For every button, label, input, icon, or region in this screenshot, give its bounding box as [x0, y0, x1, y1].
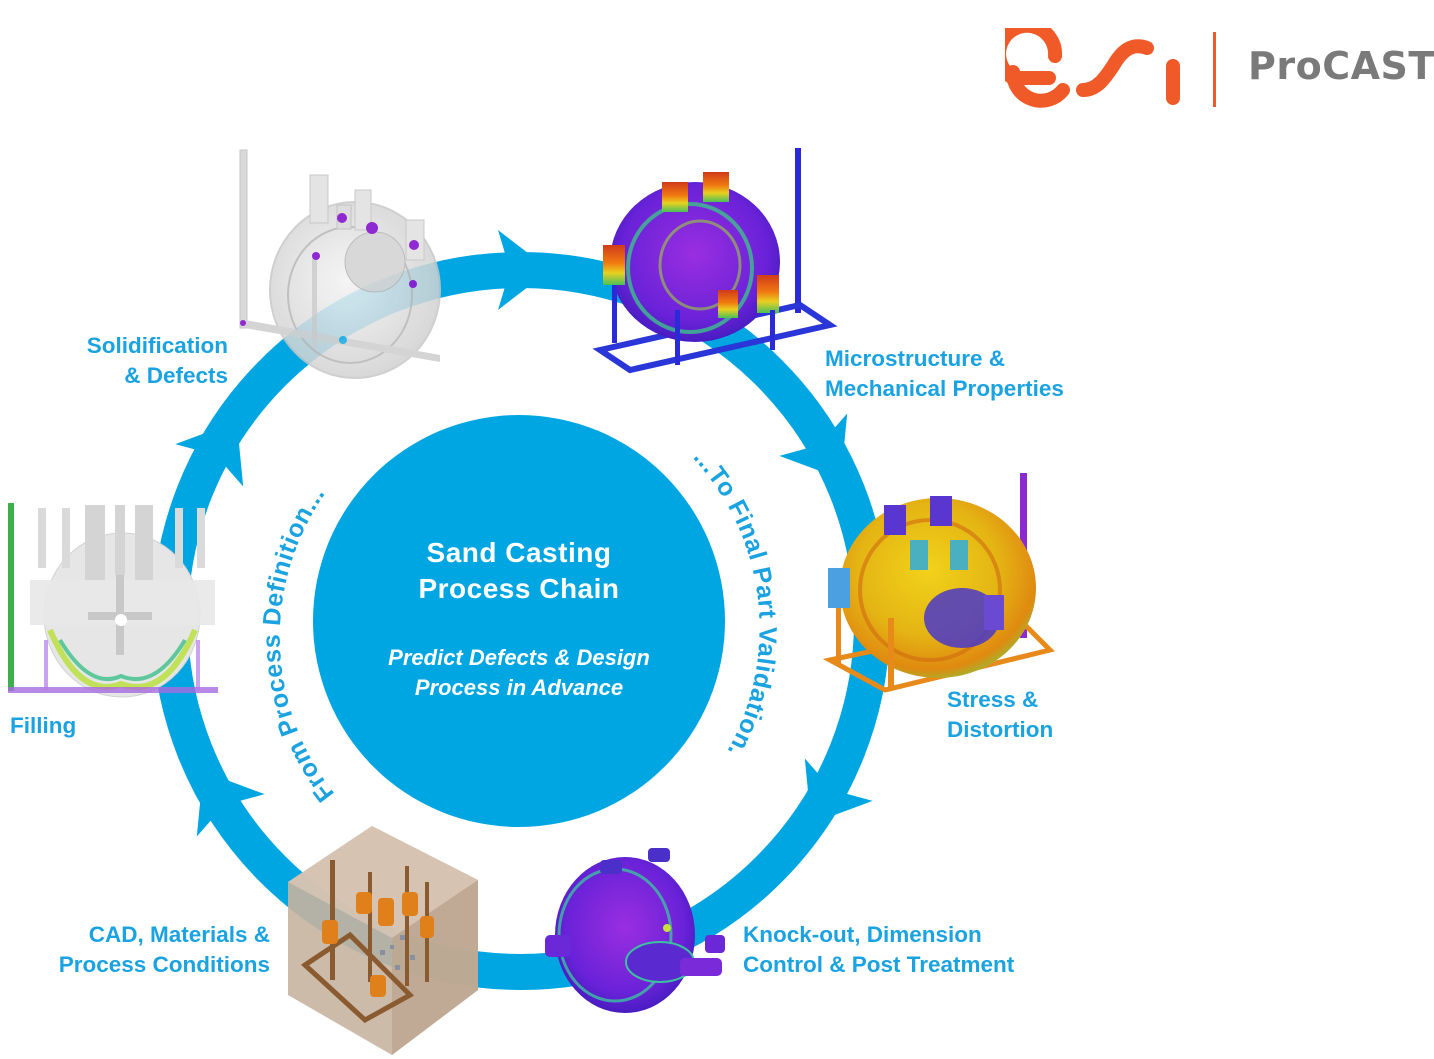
step-label-line1: Microstructure &: [825, 346, 1006, 371]
mold-box-cad-image: [288, 826, 478, 1055]
step-label-line2: Distortion: [947, 717, 1054, 742]
center-disc: [313, 415, 725, 827]
step-label-solidification: Solidification & Defects: [60, 331, 228, 391]
center-subtitle-line1: Predict Defects & Design: [388, 645, 650, 670]
center-title-line1: Sand Casting: [426, 537, 612, 568]
center-title-line2: Process Chain: [418, 573, 620, 604]
step-label-line2: Process Conditions: [58, 952, 270, 977]
arrow-upper-right: [779, 413, 848, 479]
microstructure-simulation-image: [592, 148, 838, 374]
center-subtitle: Predict Defects & Design Process in Adva…: [313, 643, 725, 703]
step-label-line2: Control & Post Treatment: [743, 952, 1015, 977]
logo-divider: [1213, 32, 1216, 107]
step-label-line1: CAD, Materials &: [88, 922, 270, 947]
center-title: Sand Casting Process Chain: [313, 535, 725, 607]
step-label-line2: Mechanical Properties: [825, 376, 1064, 401]
center-subtitle-line2: Process in Advance: [414, 675, 624, 700]
step-label-line1: Knock-out, Dimension: [743, 922, 982, 947]
step-label-cad: CAD, Materials & Process Conditions: [20, 920, 270, 980]
stress-simulation-image: [822, 473, 1055, 693]
knockout-simulation-image: [545, 848, 725, 1013]
arrow-lower-right: [804, 758, 873, 824]
step-label-knockout: Knock-out, Dimension Control & Post Trea…: [743, 920, 1014, 980]
arrow-upper-left: [175, 421, 244, 487]
arrow-lower-left: [196, 771, 265, 837]
product-name: ProCAST: [1248, 44, 1434, 88]
step-label-line1: Solidification: [86, 333, 228, 358]
step-label-stress: Stress & Distortion: [947, 685, 1053, 745]
esi-logo-icon: [1005, 28, 1180, 108]
arrow-top: [498, 230, 550, 310]
step-label-line1: Filling: [10, 713, 77, 738]
solidification-simulation-image: [239, 149, 441, 379]
step-label-filling: Filling: [10, 711, 76, 741]
step-label-line2: & Defects: [124, 363, 228, 388]
step-label-microstructure: Microstructure & Mechanical Properties: [825, 344, 1064, 404]
step-label-line1: Stress &: [947, 687, 1039, 712]
filling-simulation-image: [8, 503, 218, 698]
brand-logo: ProCAST: [1005, 28, 1434, 110]
